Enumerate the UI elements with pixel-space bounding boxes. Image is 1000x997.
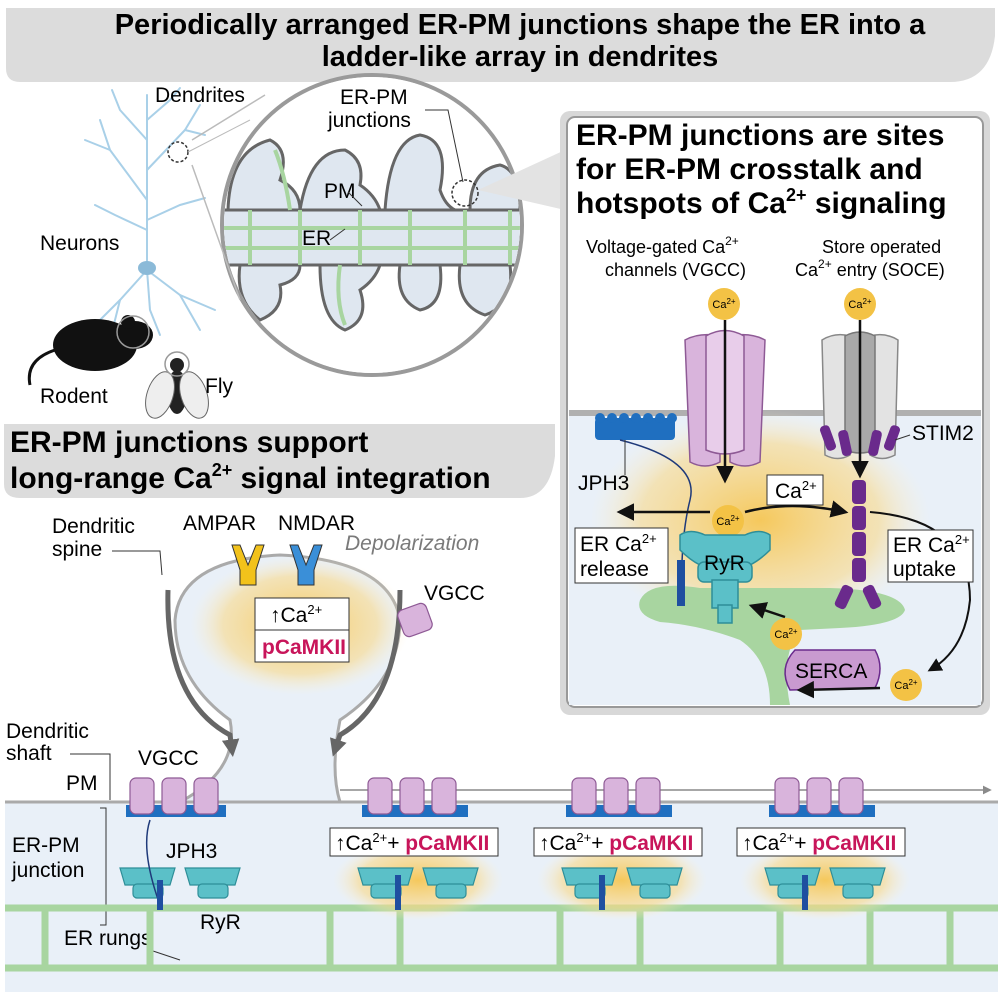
junctions-repeat: ↑Ca2++ pCaMKII ↑Ca2++ pCaMKII ↑Ca2++ pCaMK… [329,777,910,920]
junction-label-4: ↑Ca2++ pCaMKII [742,830,896,855]
label-jph3-shaft: JPH3 [166,840,217,863]
soce-label-l1: Store operated [822,237,941,257]
label-er-rungs: ER rungs [64,927,152,950]
crosstalk-title-l3: hotspots of Ca2+ signaling [576,185,947,220]
spine-pcamkii: pCaMKII [262,636,346,659]
integration-title-l1: ER-PM junctions support [10,426,368,459]
svg-text:ER Ca2+: ER Ca2+ [580,531,657,556]
label-nmdar: NMDAR [278,512,355,535]
junction-unit-2: ↑Ca2++ pCaMKII [329,777,503,920]
svg-text:Ca2+: Ca2+ [716,514,740,528]
crosstalk-er [639,585,905,705]
junction-label-box-4 [736,827,906,857]
release-box [574,527,669,584]
junction-unit-3: ↑Ca2++ pCaMKII [533,777,707,920]
integration-title-l2: long-range Ca2+ signal integration [10,460,491,495]
label-depolarization: Depolarization [345,532,479,555]
label-ryr-shaft: RyR [200,911,241,934]
ca-ion-vgcc: Ca2+ [708,288,740,320]
integration-banner [4,424,555,498]
label-dendritic-spine-l2: spine [52,538,102,561]
ryr-receptor-panel [679,530,771,624]
junction-label-box-3 [533,827,703,857]
neuron-soma [138,261,156,275]
label-er: ER [302,227,331,250]
junction-label-box-2 [329,827,499,857]
vgcc-label-l2: channels (VGCC) [605,260,746,280]
junction-label-2: ↑Ca2++ pCaMKII [335,830,489,855]
label-dendrites: Dendrites [155,84,245,107]
label-jph3-panel: JPH3 [578,472,629,495]
label-junctions-l1: ER-PM [340,86,408,109]
label-rodent: Rodent [40,385,108,408]
label-dendritic-shaft-l1: Dendritic [6,720,89,743]
fly-icon [145,351,209,419]
crosstalk-title-l1: ER-PM junctions are sites [576,119,944,152]
label-serca: SERCA [795,660,867,683]
label-neurons: Neurons [40,232,119,255]
uptake-box [887,529,974,583]
label-fly: Fly [205,375,233,398]
jph3-protein [595,413,692,606]
ca-ion-serca-right: Ca2+ [890,669,922,701]
crosstalk-title-l2: for ER-PM crosstalk and [576,153,923,186]
stim2-protein [819,425,901,610]
nmdar-receptor [289,544,323,586]
svg-text:Ca2+: Ca2+ [774,627,798,641]
ampar-receptor [231,544,265,586]
magnified-dendrite [220,73,524,377]
ca-ion-center: Ca2+ [712,505,744,537]
label-dendritic-shaft-l2: shaft [6,742,52,765]
svg-text:Ca2+: Ca2+ [848,297,872,311]
svg-text:release: release [580,558,649,581]
title-line-1: Periodically arranged ER-PM junctions sh… [115,9,926,41]
label-junctions-l2: junctions [327,109,411,132]
ca-ion-serca-left: Ca2+ [770,618,802,650]
svg-text:↑Ca2+: ↑Ca2+ [270,602,322,627]
label-ampar: AMPAR [183,512,256,535]
soce-label-l2: Ca2+ entry (SOCE) [795,257,945,280]
vgcc-spine [397,602,433,638]
title-line-2: ladder-like array in dendrites [322,41,718,73]
vgcc-label-l1: Voltage-gated Ca2+ [586,234,739,257]
label-er-pm-junction-l2: junction [11,859,84,882]
svg-text:Ca2+: Ca2+ [712,297,736,311]
svg-text:ER Ca2+: ER Ca2+ [893,532,970,557]
svg-text:Ca2+: Ca2+ [894,678,918,692]
label-vgcc-spine: VGCC [424,582,485,605]
junction-unit-4: ↑Ca2++ pCaMKII [736,777,910,920]
ca-ion-soce: Ca2+ [844,288,876,320]
label-er-pm-junction-l1: ER-PM [12,834,80,857]
label-dendritic-spine-l1: Dendritic [52,515,135,538]
label-ryr-panel: RyR [704,552,745,575]
rodent-icon [27,315,153,386]
title-banner [6,8,995,82]
label-pm: PM [324,180,356,203]
label-pm-shaft: PM [66,772,98,795]
label-stim2: STIM2 [912,422,974,445]
junction-1 [119,777,241,910]
junction-label-3: ↑Ca2++ pCaMKII [539,830,693,855]
label-vgcc-shaft: VGCC [138,747,199,770]
crosstalk-ca-glow [590,410,930,630]
svg-text:uptake: uptake [893,558,956,581]
svg-text:Ca2+: Ca2+ [775,478,817,503]
neuron-drawing [84,87,216,341]
